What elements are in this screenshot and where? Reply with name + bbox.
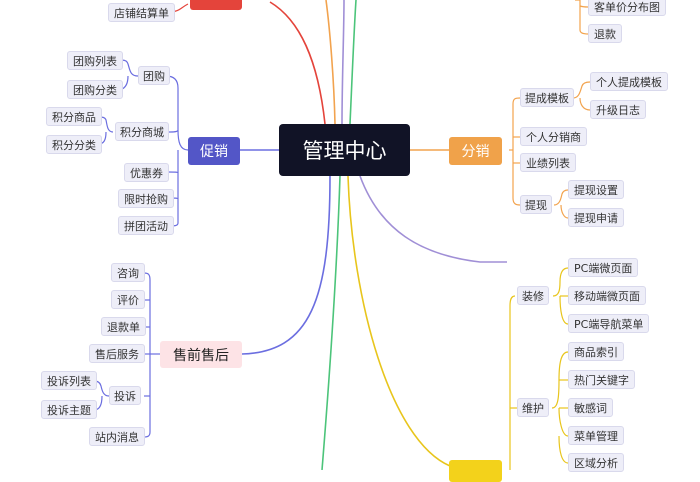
node-upgrade-log[interactable]: 升级日志 [590,100,646,119]
branch-line-yellow-bottom [347,175,451,467]
node-points-product[interactable]: 积分商品 [46,107,102,126]
distribution-connectors [509,81,591,219]
node-refund[interactable]: 退款 [588,24,622,43]
node-personal-commission-template[interactable]: 个人提成模板 [590,72,668,91]
node-commission-template[interactable]: 提成模板 [520,88,574,107]
branch-line-purple-top [341,0,345,125]
node-personal-distributor[interactable]: 个人分销商 [520,127,587,146]
node-region-analysis[interactable]: 区域分析 [568,453,624,472]
branch-line-green-bottom [321,175,341,470]
yellow-category-box[interactable] [449,460,502,482]
red-category-box[interactable] [190,0,242,10]
mind-map: 店铺结算单 客单价分布图 退款 管理中心 促销 团购 团购列表 团购分类 积分商… [41,0,668,482]
node-review[interactable]: 评价 [111,290,145,309]
node-complaint-topic[interactable]: 投诉主题 [41,400,97,419]
node-flash-sale[interactable]: 限时抢购 [118,189,174,208]
node-mobile-micro-page[interactable]: 移动端微页面 [568,286,646,305]
branch-line-red-top [269,1,326,125]
node-complaint[interactable]: 投诉 [109,386,141,405]
top-right-connectors [575,0,589,35]
node-withdraw-settings[interactable]: 提现设置 [568,180,624,199]
branch-line-purple-right [359,175,507,263]
node-menu-management[interactable]: 菜单管理 [568,426,624,445]
right-bottom-connectors [509,267,569,470]
category-after-sales[interactable]: 售前售后 [160,341,242,368]
node-product-index[interactable]: 商品索引 [568,342,624,361]
center-node[interactable]: 管理中心 [279,124,410,176]
node-decoration[interactable]: 装修 [517,286,549,305]
node-group-buy-list[interactable]: 团购列表 [67,51,123,70]
node-group-buy-category[interactable]: 团购分类 [67,80,123,99]
node-sensitive-words[interactable]: 敏感词 [568,398,613,417]
node-pc-micro-page[interactable]: PC端微页面 [568,258,639,277]
category-distribution[interactable]: 分销 [449,137,502,165]
node-maintenance[interactable]: 维护 [517,398,549,417]
node-pc-nav-menu[interactable]: PC端导航菜单 [568,314,650,333]
branch-line-orange-top [325,0,336,125]
node-withdraw-request[interactable]: 提现申请 [568,208,624,227]
node-points-category[interactable]: 积分分类 [46,135,102,154]
node-coupon[interactable]: 优惠券 [124,163,169,182]
branch-line-green-top [349,0,357,125]
node-inquiry[interactable]: 咨询 [111,263,145,282]
node-hot-keywords[interactable]: 热门关键字 [568,370,635,389]
node-site-message[interactable]: 站内消息 [89,427,145,446]
node-after-sale-service[interactable]: 售后服务 [89,344,145,363]
node-group-buy[interactable]: 团购 [138,66,170,85]
node-performance-list[interactable]: 业绩列表 [520,153,576,172]
node-group-activity[interactable]: 拼团活动 [118,216,174,235]
node-store-settlement[interactable]: 店铺结算单 [108,3,175,22]
node-points-mall[interactable]: 积分商城 [115,122,169,141]
node-refund-order[interactable]: 退款单 [101,317,146,336]
node-withdraw[interactable]: 提现 [520,195,552,214]
branch-line-after-sales [241,175,331,355]
category-promotion[interactable]: 促销 [188,137,240,165]
node-complaint-list[interactable]: 投诉列表 [41,371,97,390]
node-avg-order-distribution[interactable]: 客单价分布图 [588,0,666,16]
